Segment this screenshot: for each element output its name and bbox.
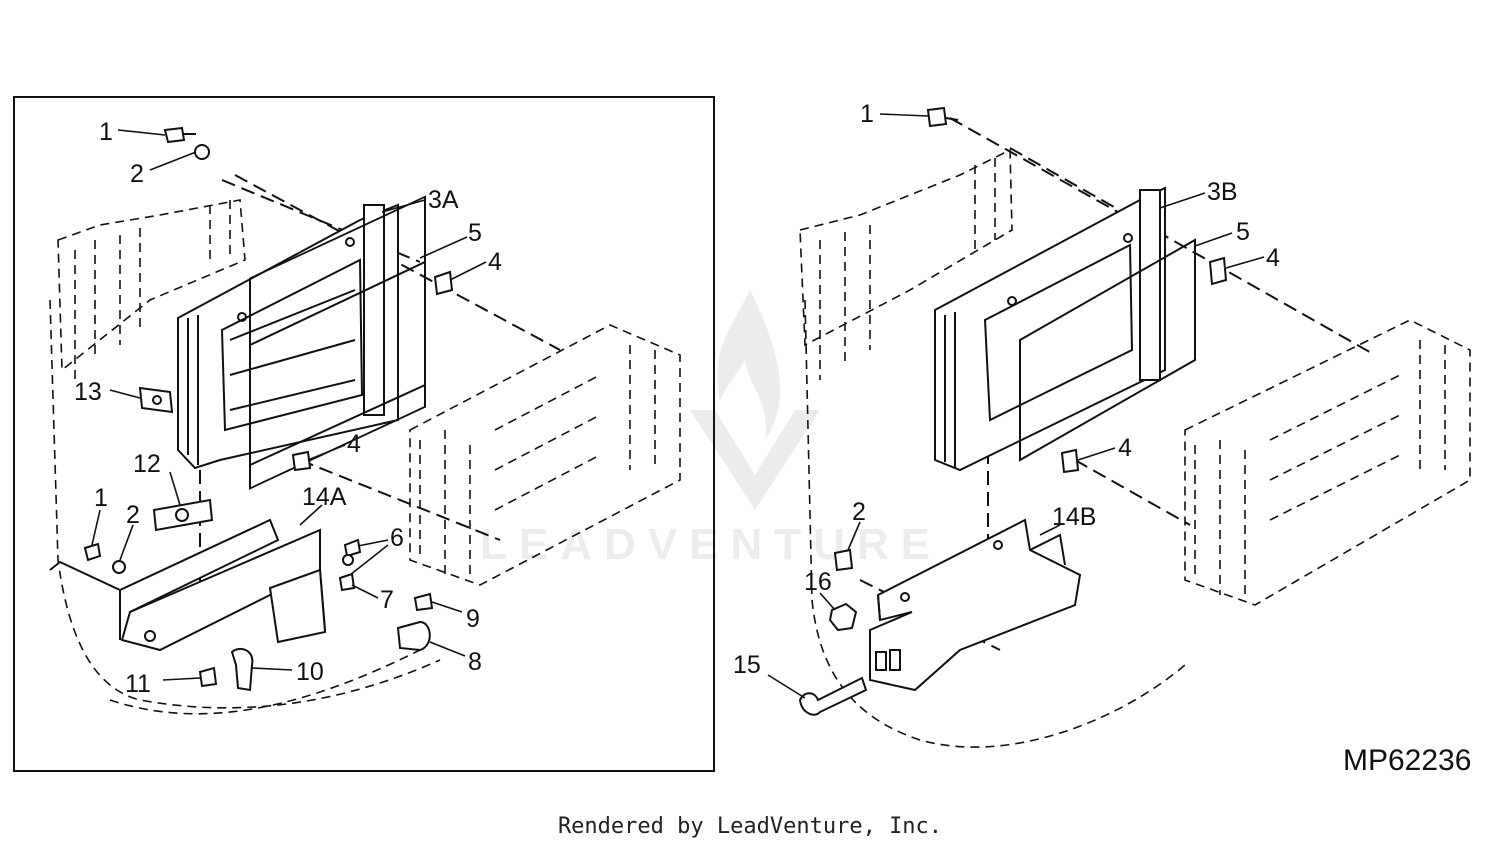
callout-2: 2 bbox=[130, 160, 144, 188]
right-bracket-3b bbox=[934, 186, 1166, 472]
callout-10: 10 bbox=[296, 658, 324, 686]
callout-4-lower: 4 bbox=[347, 430, 361, 458]
callout-15: 15 bbox=[733, 651, 761, 679]
callout-11: 11 bbox=[125, 670, 151, 698]
right-bracket-14b bbox=[798, 106, 1228, 716]
callout-16: 16 bbox=[804, 568, 832, 596]
left-hardware bbox=[138, 126, 454, 532]
left-gasket-5-outline bbox=[249, 260, 426, 467]
callout-2: 2 bbox=[852, 498, 866, 526]
callout-4-upper: 4 bbox=[1266, 244, 1280, 272]
callout-6: 6 bbox=[390, 524, 404, 552]
watermark-text: LEADVENTURE bbox=[480, 520, 943, 569]
callout-1: 1 bbox=[860, 100, 874, 128]
drawing-id: MP62236 bbox=[1343, 744, 1471, 777]
callout-1-lower: 1 bbox=[94, 484, 108, 512]
left-leader-lines bbox=[91, 129, 487, 681]
callout-4-lower: 4 bbox=[1118, 434, 1132, 462]
callout-7: 7 bbox=[380, 586, 394, 614]
right-leader-lines bbox=[767, 113, 1265, 699]
callout-1: 1 bbox=[99, 118, 113, 146]
callout-4-upper: 4 bbox=[488, 248, 502, 276]
left-panel-border bbox=[13, 96, 715, 772]
footer-credit: Rendered by LeadVenture, Inc. bbox=[557, 814, 943, 839]
callout-14a: 14A bbox=[302, 483, 347, 511]
callout-5: 5 bbox=[1236, 218, 1250, 246]
left-engine-outline bbox=[409, 324, 681, 586]
callout-8: 8 bbox=[468, 648, 482, 676]
callout-2-lower: 2 bbox=[126, 501, 140, 529]
callout-3b: 3B bbox=[1207, 178, 1238, 206]
callout-5: 5 bbox=[468, 219, 482, 247]
callout-14b: 14B bbox=[1052, 503, 1096, 531]
left-bracket-3a bbox=[177, 203, 399, 470]
watermark-logo-icon bbox=[690, 290, 820, 515]
right-panel: 1 3B 5 4 4 2 14B 16 15 bbox=[733, 100, 1471, 748]
left-bracket-14a bbox=[49, 518, 434, 692]
callout-13: 13 bbox=[74, 378, 102, 406]
callout-9: 9 bbox=[466, 605, 480, 633]
callout-12: 12 bbox=[133, 450, 161, 478]
right-gasket-5 bbox=[1019, 238, 1196, 462]
callout-3a: 3A bbox=[428, 186, 459, 214]
left-panel: 1 2 3A 5 4 13 4 12 1 2 14A 6 7 9 8 11 10 bbox=[13, 96, 715, 772]
right-engine-outline bbox=[1184, 319, 1471, 606]
